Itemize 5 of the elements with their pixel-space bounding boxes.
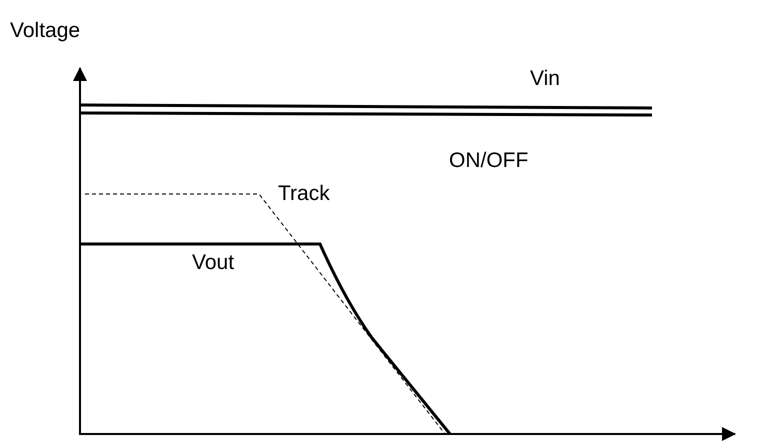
line-label: Vout [192, 252, 234, 273]
line-label: Vin [530, 68, 560, 89]
axis-label: Voltage [10, 20, 80, 41]
line-label: ON/OFF [449, 150, 528, 171]
line-label: Track [278, 183, 330, 204]
